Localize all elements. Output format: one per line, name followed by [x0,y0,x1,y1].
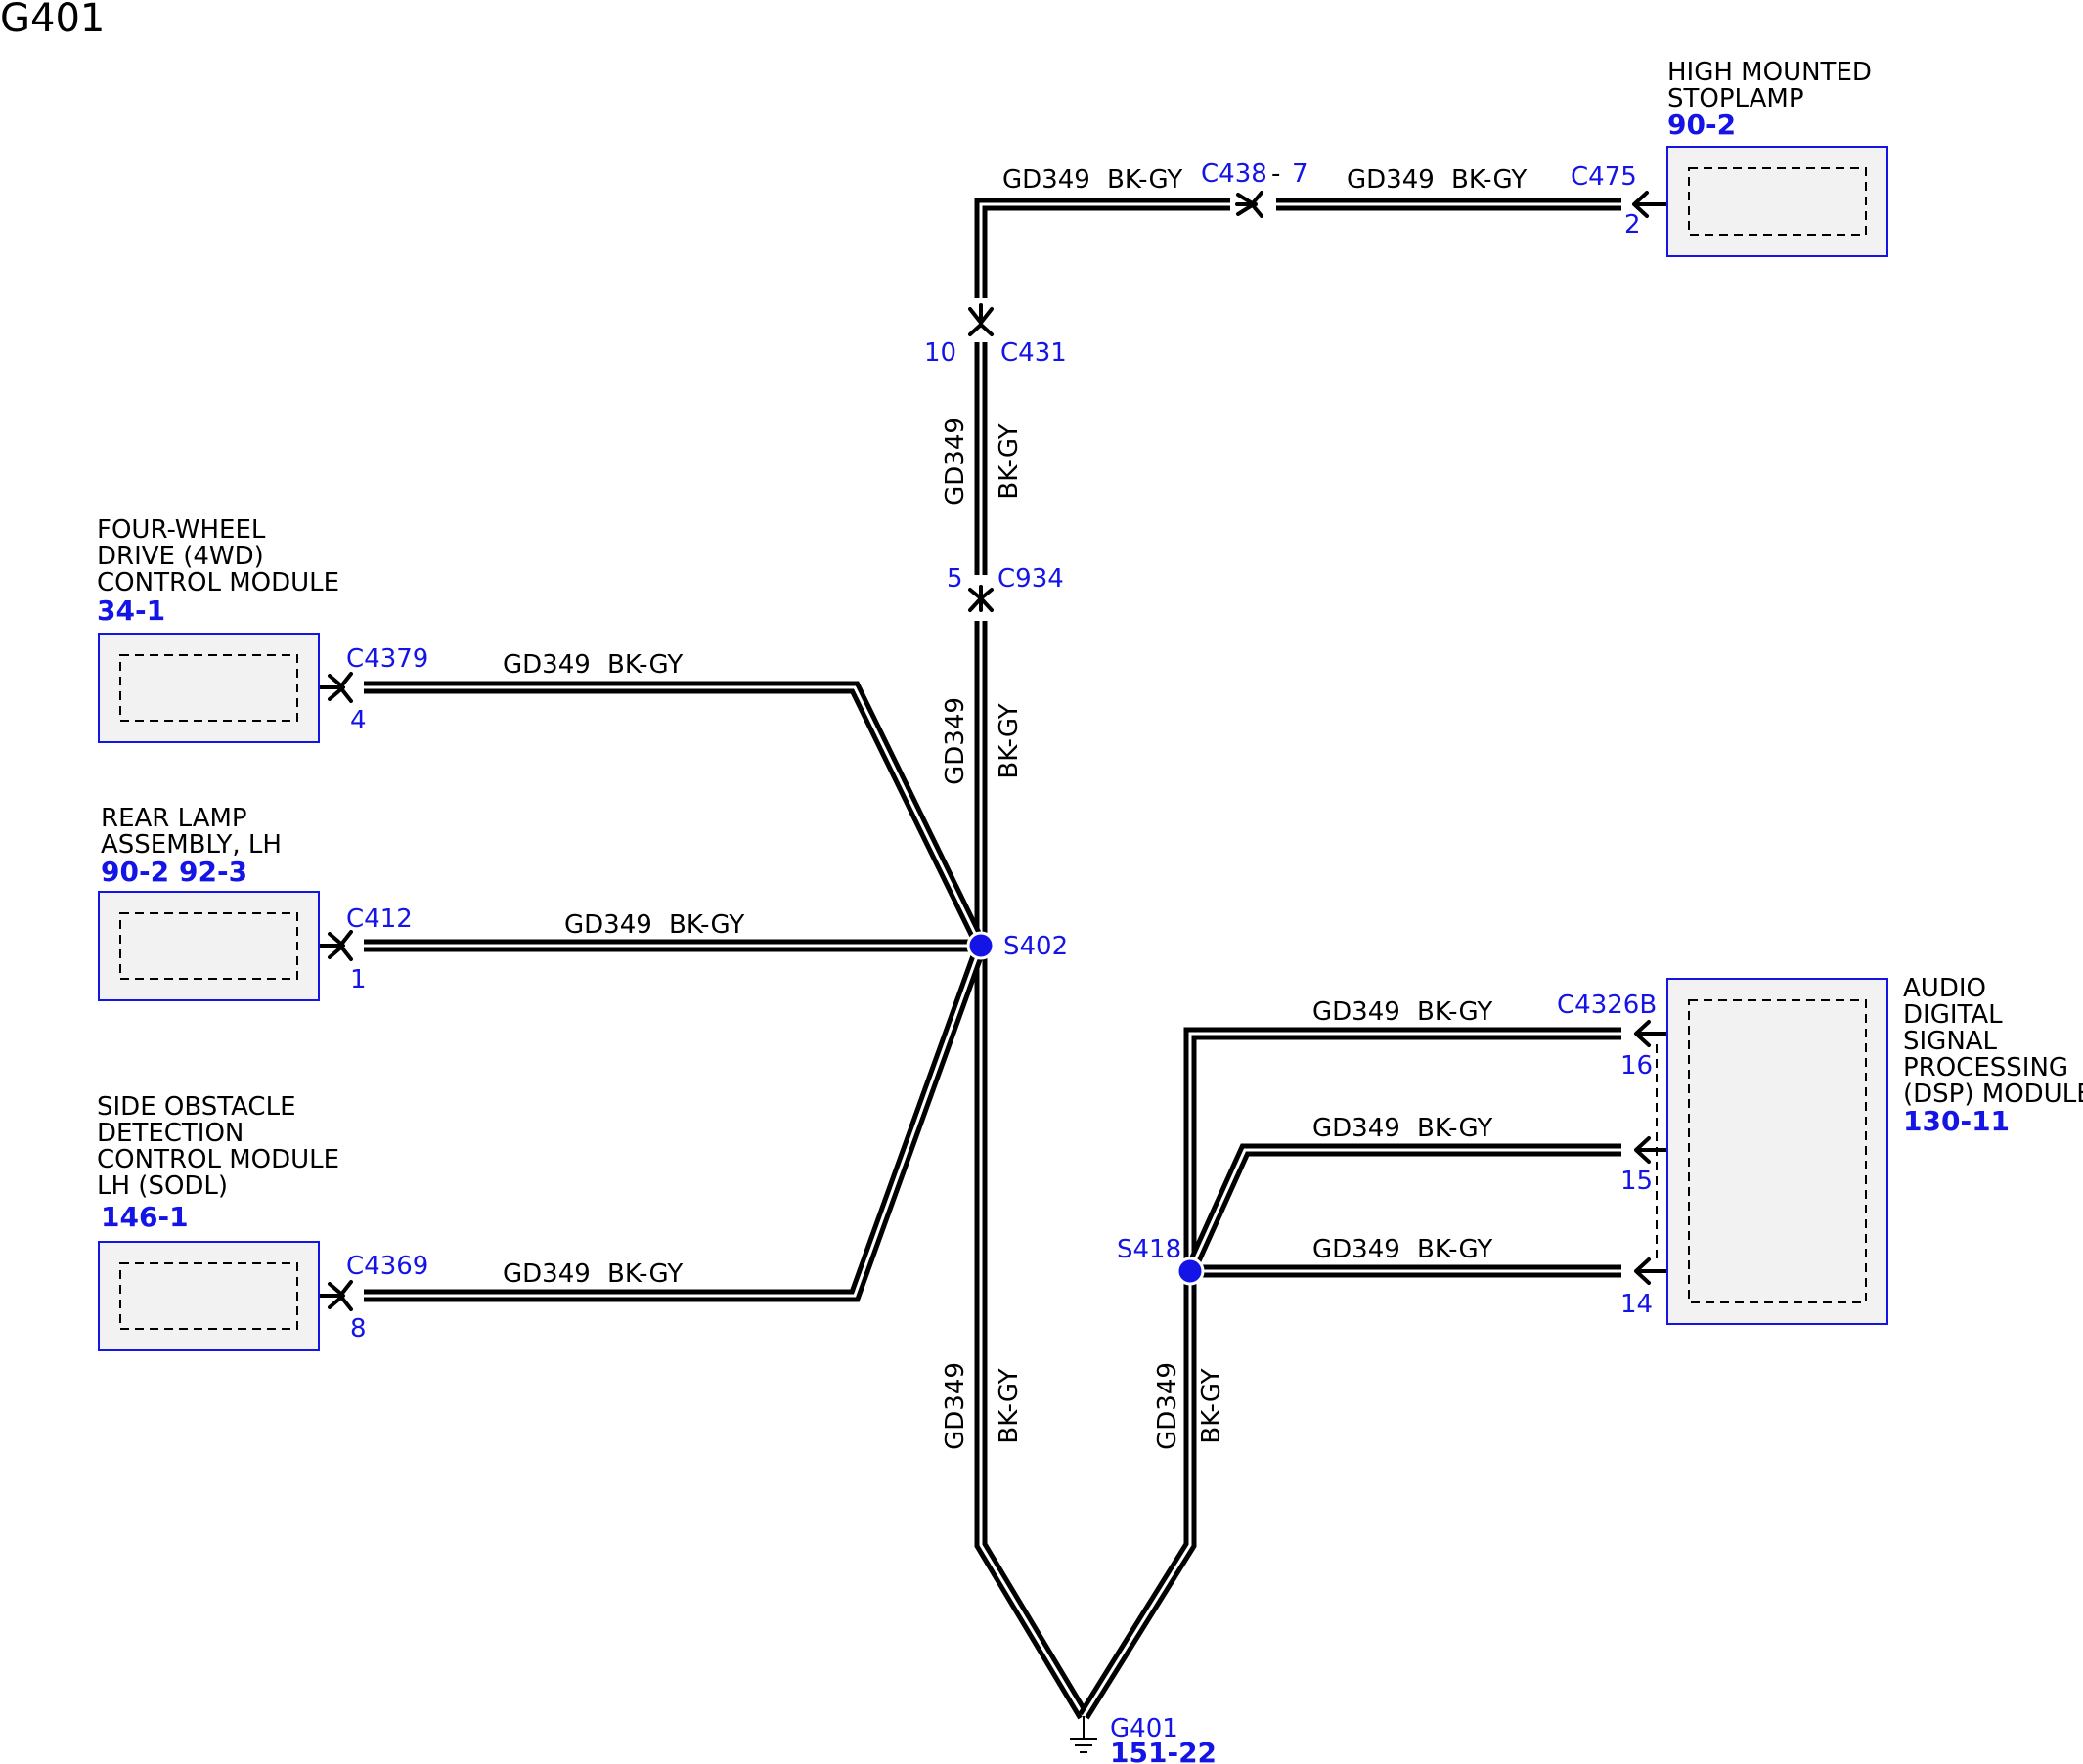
wire-label-top-color: BK-GY [1107,165,1182,195]
4wd-module-name-line-1: FOUR-WHEEL [97,515,266,545]
wire-label-dsp16-color: BK-GY [1417,997,1492,1027]
rear-lamp-ref-link-2[interactable]: 92-3 [179,856,247,888]
c475-pin: 2 [1624,210,1641,240]
rear-lamp-ref-link-1[interactable]: 90-2 [101,856,169,888]
wire-label-dsp16-circuit: GD349 [1312,997,1400,1027]
dsp-name-line-2: DIGITAL [1903,1000,2003,1030]
stoplamp-name-line-1: HIGH MOUNTED [1667,58,1872,87]
c4379-pin: 4 [350,706,367,735]
wire-label-rear-lamp-color: BK-GY [669,910,744,940]
c412-pin: 1 [350,965,367,994]
wire-label-c934-circuit: GD349 [941,697,970,785]
connector-symbols [297,191,1689,1311]
wire-label-s418-down-color: BK-GY [1197,1368,1226,1443]
splice-s402[interactable] [966,931,996,960]
c438-label: C438 [1201,159,1267,189]
sodl-name-line-2: DETECTION [97,1119,244,1148]
wire-label-stoplamp-circuit: GD349 [1347,165,1435,195]
splice-s418[interactable] [1175,1257,1205,1286]
wire-label-dsp15-color: BK-GY [1417,1114,1492,1143]
wire-label-c934-color: BK-GY [995,703,1024,778]
sodl-name-line-1: SIDE OBSTACLE [97,1092,296,1122]
c4326b-pin-16: 16 [1620,1051,1653,1080]
4wd-module-name-line-2: DRIVE (4WD) [97,542,264,571]
c412-label: C412 [346,904,413,934]
wire-label-top-circuit: GD349 [1002,165,1090,195]
stoplamp-ref-link[interactable]: 90-2 [1667,109,1736,141]
c4369-pin: 8 [350,1314,367,1344]
wire-label-dsp14-circuit: GD349 [1312,1235,1400,1264]
sodl-name-line-4: LH (SODL) [97,1171,228,1201]
wire-c4326b-15-to-s418 [1184,1143,1621,1274]
component-four-wheel-drive-module[interactable] [98,633,320,743]
sodl-name-line-3: CONTROL MODULE [97,1145,339,1174]
dsp-ref-link[interactable]: 130-11 [1903,1105,2010,1137]
connector-c431-symbol [968,303,994,336]
ground-icon [1070,1716,1097,1753]
c438-separator: - [1271,159,1280,189]
dsp-name-line-4: PROCESSING [1903,1053,2068,1082]
sodl-ref-link[interactable]: 146-1 [101,1201,189,1233]
wire-label-s402-down-color: BK-GY [995,1368,1024,1443]
wire-c4369-to-s402 [364,943,988,1302]
connector-c438-symbol [1235,191,1263,218]
page-title: G401 [0,0,105,41]
component-high-mounted-stoplamp[interactable] [1666,146,1888,257]
c4326b-pin-14: 14 [1620,1290,1653,1319]
component-side-obstacle-detection-module[interactable] [98,1241,320,1351]
4wd-module-name-line-3: CONTROL MODULE [97,568,339,597]
wire-label-dsp14-color: BK-GY [1417,1235,1492,1264]
wire-label-sodl-color: BK-GY [607,1259,683,1289]
wire-label-4wd-circuit: GD349 [503,650,591,680]
wire-c4379-to-s402 [364,681,987,948]
c4326b-label: C4326B [1557,991,1657,1020]
wire-harness [364,198,1621,1720]
c431-pin: 10 [924,338,956,368]
g401-label: G401 [1110,1714,1178,1743]
wire-label-stoplamp-color: BK-GY [1451,165,1527,195]
c438-pin: 7 [1292,159,1308,189]
rear-lamp-name-line-1: REAR LAMP [101,804,247,833]
c431-label: C431 [1000,338,1067,368]
stoplamp-name-line-2: STOPLAMP [1667,84,1804,113]
4wd-module-ref-link[interactable]: 34-1 [97,595,165,627]
rear-lamp-name-line-2: ASSEMBLY, LH [101,830,282,860]
wire-label-4wd-color: BK-GY [607,650,683,680]
wire-label-c431-circuit: GD349 [941,418,970,506]
wire-label-dsp15-circuit: GD349 [1312,1114,1400,1143]
dsp-name-line-1: AUDIO [1903,974,1986,1003]
c934-label: C934 [997,564,1064,594]
s402-label: S402 [1003,932,1068,961]
c934-pin: 5 [947,564,963,594]
wire-label-s418-down-circuit: GD349 [1153,1362,1182,1450]
c4326b-pin-15: 15 [1620,1167,1653,1196]
wire-label-c431-color: BK-GY [995,423,1024,499]
dsp-name-line-5: (DSP) MODULE [1903,1080,2083,1109]
wire-c431-to-c438 [974,198,1230,298]
wire-label-s402-down-circuit: GD349 [941,1362,970,1450]
wire-label-sodl-circuit: GD349 [503,1259,591,1289]
wire-c934-to-ground [974,621,1089,1720]
c4369-label: C4369 [346,1252,428,1281]
component-audio-dsp-module[interactable] [1666,978,1888,1325]
wire-label-rear-lamp-circuit: GD349 [564,910,652,940]
c4379-label: C4379 [346,644,428,674]
wire-c4326b-16-to-ground [1078,1027,1621,1720]
s418-label: S418 [1117,1235,1181,1264]
component-rear-lamp-assembly-lh[interactable] [98,891,320,1001]
dsp-name-line-3: SIGNAL [1903,1027,1998,1056]
connector-c934-symbol [968,585,994,612]
g401-ref-link[interactable]: 151-22 [1110,1737,1217,1764]
c475-label: C475 [1571,162,1637,192]
